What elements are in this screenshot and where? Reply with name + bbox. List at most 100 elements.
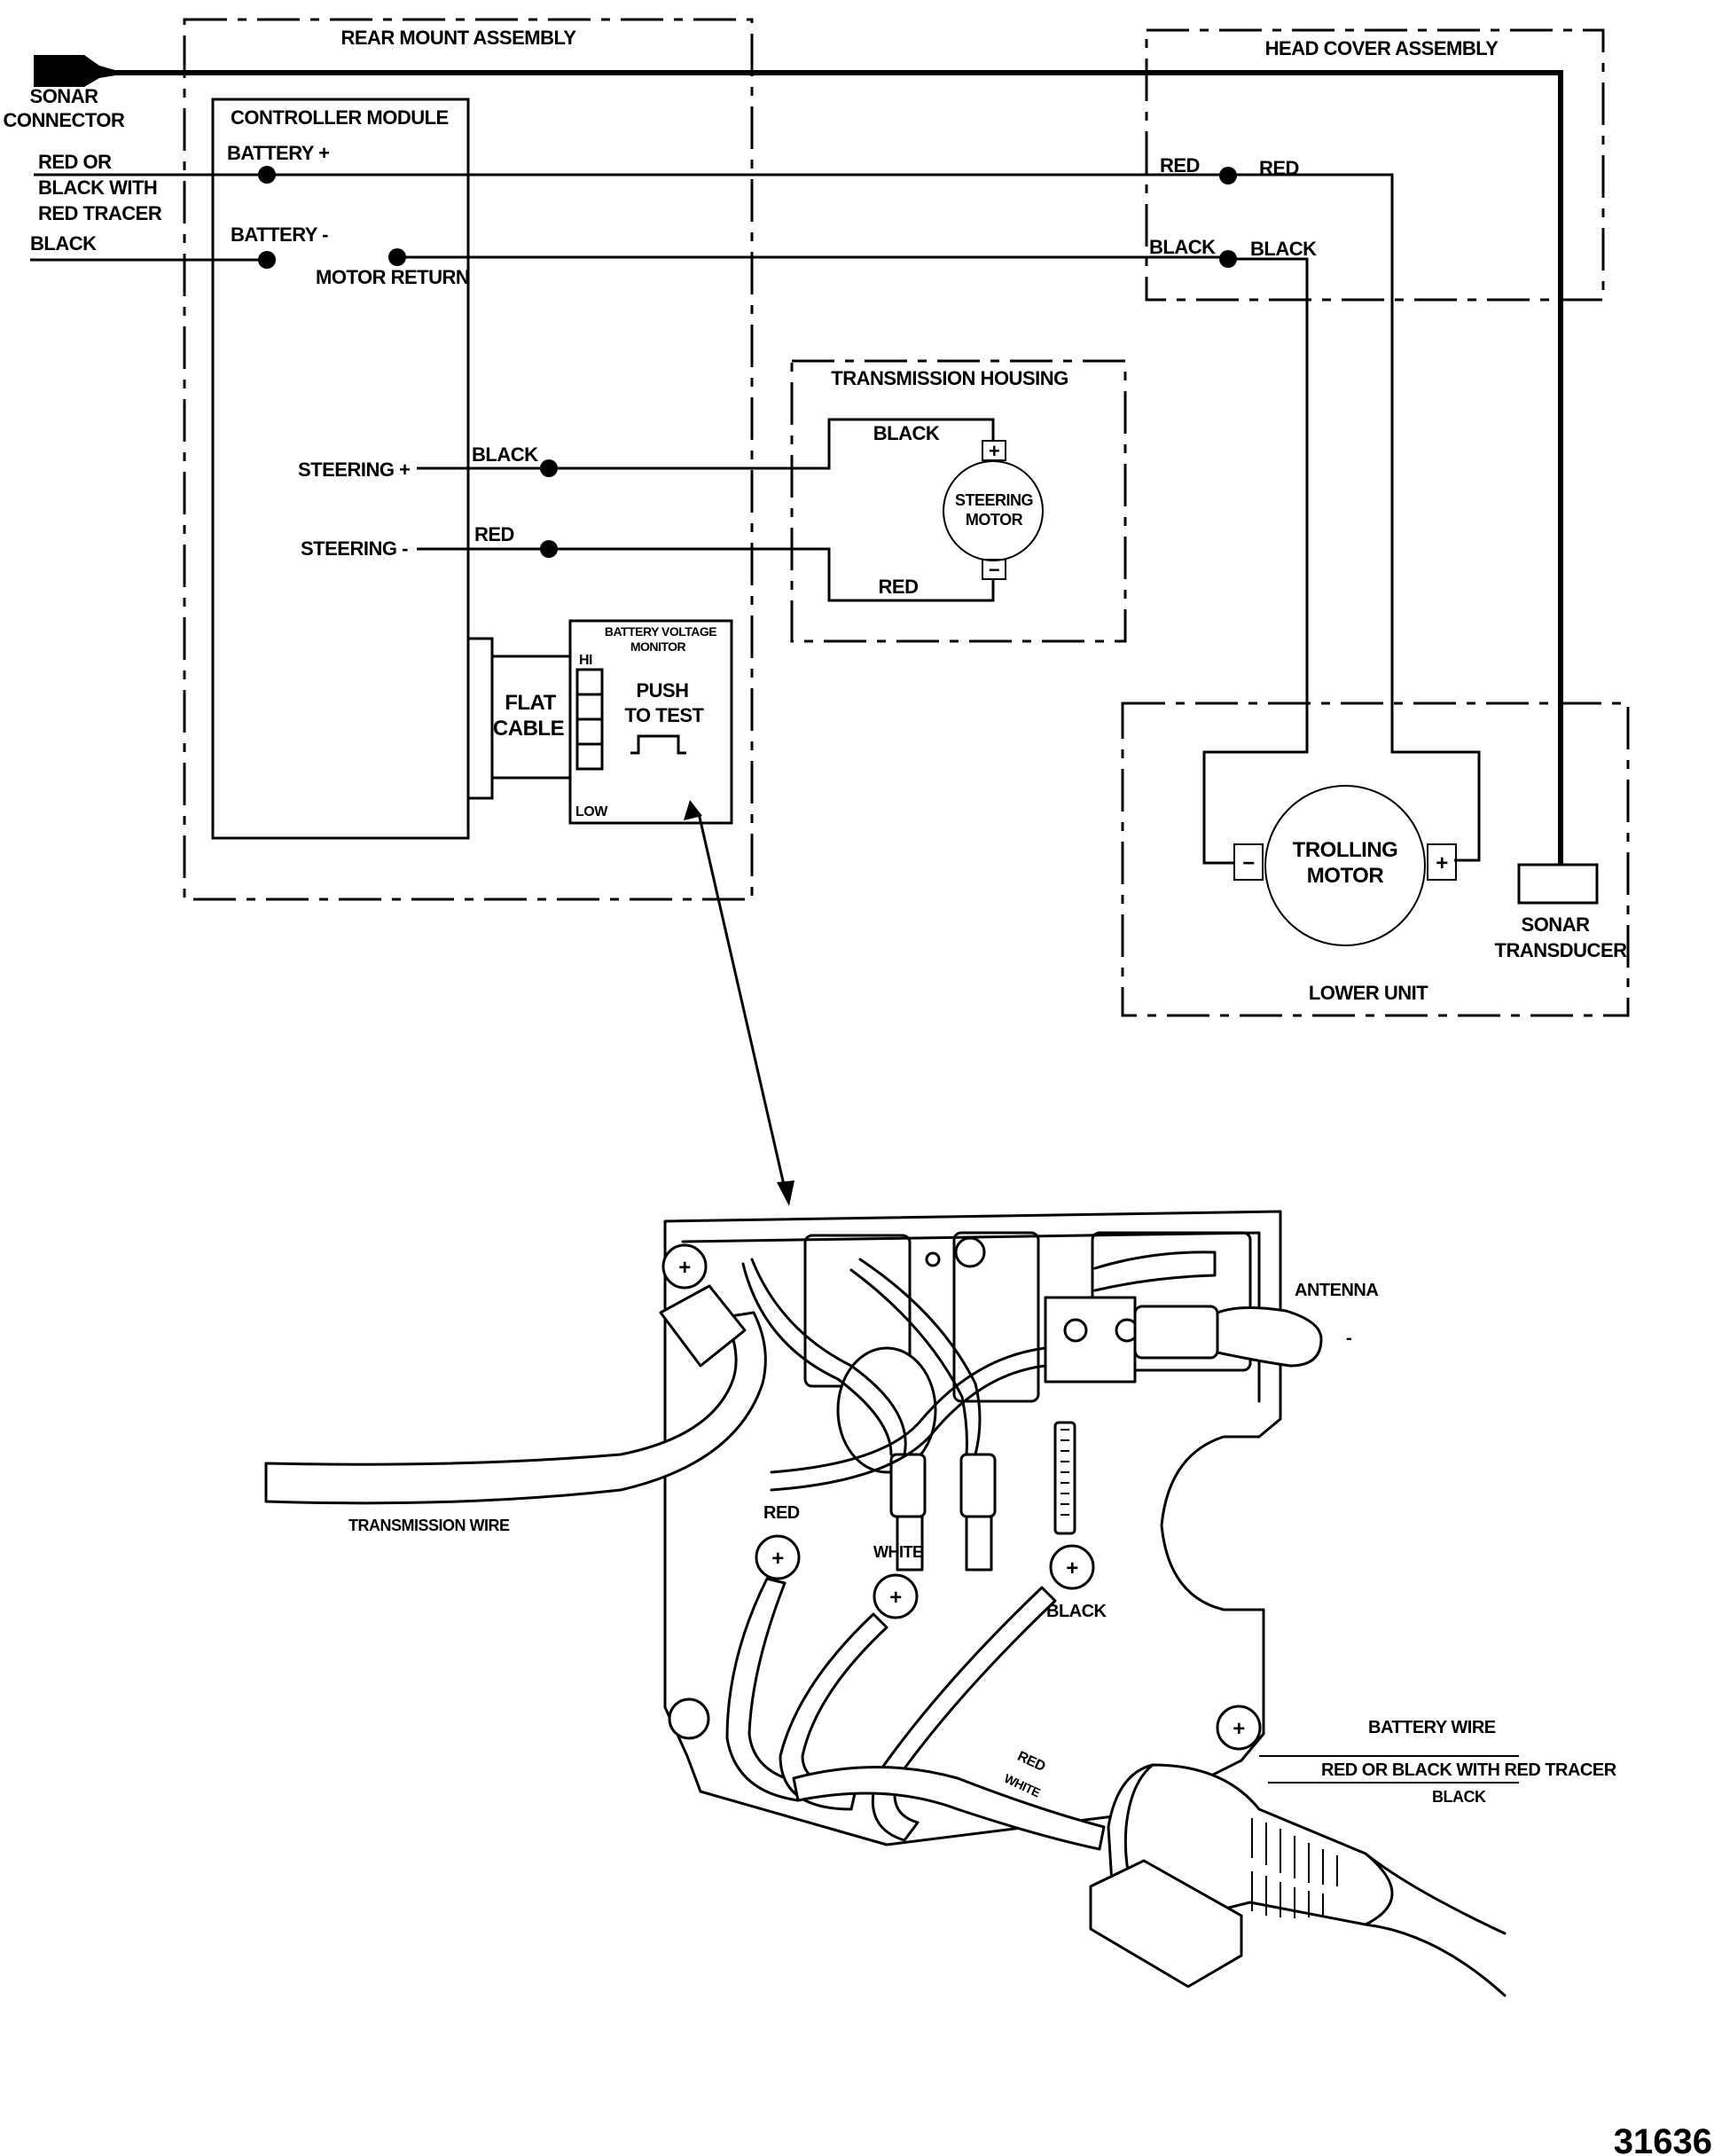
black-motor-wire	[1202, 257, 1309, 865]
trolling-motor-neg-terminal	[1233, 843, 1264, 881]
sonar-transducer-label-2: TRANSDUCER	[1495, 939, 1628, 961]
compartment-mid	[952, 1231, 1040, 1403]
trolling-motor-label-1: TROLLING	[1293, 838, 1398, 862]
steering-pos-wire	[417, 418, 995, 470]
flat-cable: FLAT CABLE	[466, 637, 570, 800]
crimp-connector-1	[889, 1453, 927, 1518]
input-pos-label-3: RED TRACER	[38, 202, 162, 224]
steering-pos-junction	[540, 459, 558, 477]
board-wire-3b	[770, 1364, 1047, 1492]
trolling-motor-plus-icon: +	[1436, 851, 1448, 875]
transmission-black-label: BLACK	[873, 422, 940, 444]
battery-neg-wire-label: BLACK	[1432, 1788, 1486, 1806]
steering-motor-label-1: STEERING	[955, 491, 1033, 509]
crimp-connector-1-tail	[896, 1515, 924, 1572]
sonar-transducer-label-1: SONAR	[1522, 913, 1591, 936]
screw-bottom-right-icon: +	[1233, 1717, 1245, 1741]
transmission-wire	[264, 1311, 767, 1505]
board-wire-3	[770, 1346, 1047, 1474]
transmission-housing-border	[790, 359, 1127, 643]
sonar-transducer	[1517, 863, 1599, 905]
callout-arrow	[684, 800, 794, 1206]
rear-mount-assembly: REAR MOUNT ASSEMBLY	[183, 18, 754, 901]
terminal-white-label: WHITE	[873, 1543, 923, 1561]
motor-return-label: MOTOR RETURN	[316, 266, 469, 288]
battery-voltage-monitor-border	[568, 619, 733, 825]
rear-mount-assembly-title: REAR MOUNT ASSEMBLY	[340, 27, 576, 49]
antenna-tip	[1216, 1305, 1323, 1368]
push-to-test-label-2: TO TEST	[625, 704, 705, 726]
sonar-connector-label-1: SONAR	[30, 85, 99, 107]
head-cover-red-in: RED	[1160, 154, 1200, 176]
crimp-connector-2	[959, 1453, 997, 1518]
rear-mount-assembly-border	[183, 18, 754, 901]
push-button-icon[interactable]	[630, 734, 686, 755]
red-motor-wire	[1228, 173, 1481, 862]
antenna-wire	[1093, 1250, 1217, 1292]
battery-cable-bottom	[1364, 1923, 1507, 1997]
steering-motor-minus-icon: −	[989, 559, 999, 581]
sonar-connector-plug-icon	[34, 55, 115, 87]
bvm-led-4	[575, 742, 604, 771]
battery-neg-label: BATTERY -	[231, 223, 328, 246]
transmission-housing: TRANSMISSION HOUSING BLACK RED + STEERIN…	[790, 359, 1127, 643]
input-pos-label-2: BLACK WITH	[38, 176, 157, 199]
lower-unit-title: LOWER UNIT	[1309, 982, 1428, 1004]
white-terminal-wire	[779, 1612, 888, 1811]
screw-black-terminal-icon: +	[1066, 1556, 1078, 1580]
battery-pos-wire-label: RED OR BLACK WITH RED TRACER	[1321, 1760, 1617, 1780]
bvm-title-1: BATTERY VOLTAGE	[605, 624, 716, 639]
mounting-hole-small	[925, 1251, 941, 1267]
battery-harness-wires	[792, 1766, 1106, 1851]
steering-pos-wire-label: BLACK	[472, 443, 538, 466]
bvm-led-1	[575, 668, 604, 696]
motor-return-terminal	[388, 248, 406, 266]
board-wire-1b	[741, 1262, 893, 1456]
push-to-test-label-1: PUSH	[636, 679, 688, 702]
steering-neg-label: STEERING -	[301, 537, 408, 560]
screw-bottom-right	[1216, 1705, 1262, 1751]
sonar-cable	[115, 70, 1563, 865]
steering-neg-junction	[540, 540, 558, 558]
screw-top-left	[661, 1243, 708, 1290]
controller-board-illustration: + ANTENNA - TRANSMISSION WIRE +	[264, 1210, 1617, 1997]
board-led-bar	[1053, 1421, 1076, 1535]
transmission-wire-label: TRANSMISSION WIRE	[348, 1517, 510, 1534]
trolling-motor-minus-icon: −	[1242, 851, 1255, 875]
sonar-connector: SONAR CONNECTOR	[4, 55, 126, 131]
steering-motor-neg-terminal	[982, 559, 1006, 580]
screw-red-terminal	[755, 1534, 801, 1580]
head-cover-assembly-title: HEAD COVER ASSEMBLY	[1265, 37, 1499, 59]
strain-relief-ribs	[1251, 1818, 1338, 1918]
callout-arrow-head-top	[684, 800, 702, 820]
steering-motor-label-2: MOTOR	[966, 511, 1023, 529]
steering-neg-wire-label: RED	[474, 523, 514, 545]
steering-pos-label: STEERING +	[298, 459, 410, 481]
antenna-sleeve	[1133, 1305, 1219, 1360]
screw-black-terminal	[1049, 1544, 1095, 1590]
board-wire-1	[750, 1258, 907, 1456]
trolling-motor-label-2: MOTOR	[1307, 864, 1384, 888]
steering-neg-wire	[417, 547, 995, 602]
board-wire-2b	[849, 1268, 968, 1456]
controller-module-title: CONTROLLER MODULE	[231, 106, 449, 129]
crimp-connector-2-tail	[965, 1515, 993, 1572]
board-led-segments	[1060, 1429, 1069, 1516]
head-cover-red-junction	[1219, 167, 1237, 184]
lower-unit: LOWER UNIT − + TROLLING MOTOR SONAR TRAN…	[1121, 702, 1630, 1017]
steering-motor-plus-icon: +	[989, 440, 999, 462]
battery-wire-label: BATTERY WIRE	[1368, 1718, 1496, 1737]
mounting-hole-large	[954, 1236, 986, 1268]
screw-red-terminal-icon: +	[771, 1547, 784, 1571]
flat-cable-label-1: FLAT	[505, 691, 556, 715]
terminal-red-label: RED	[763, 1503, 800, 1523]
head-cover-black-out: BLACK	[1250, 238, 1317, 260]
black-terminal-wire	[871, 1586, 1057, 1842]
flat-cable-label-2: CABLE	[493, 717, 565, 741]
bvm-led-3	[575, 717, 604, 746]
board-wire-2	[858, 1258, 982, 1456]
battery-pos-label: BATTERY +	[227, 142, 330, 164]
screw-top-left-icon: +	[678, 1256, 691, 1280]
board-capacitor	[836, 1346, 937, 1474]
